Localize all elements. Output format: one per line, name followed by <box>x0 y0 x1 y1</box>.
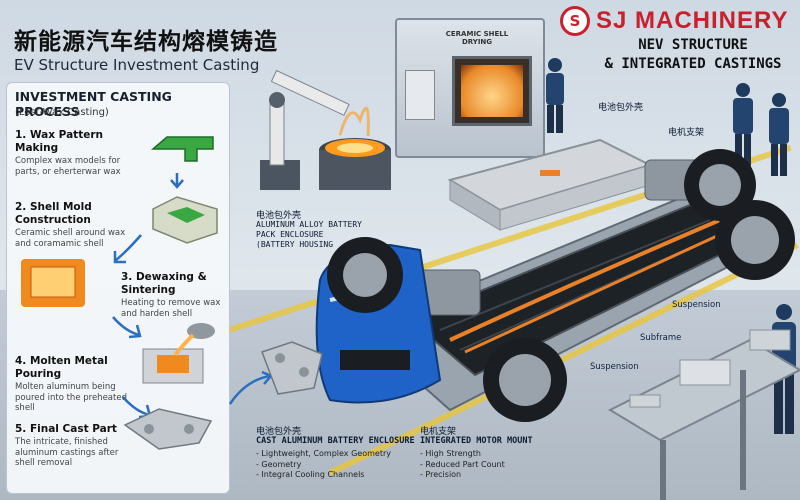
page-title-en: EV Structure Investment Casting <box>14 56 260 74</box>
shell-mold-image <box>152 196 218 244</box>
process-step: 3. Dewaxing & Sintering Heating to remov… <box>121 271 225 319</box>
motor-feature-zh: 电机支架 <box>420 427 457 437</box>
step-description: Heating to remove wax and harden shell <box>121 298 221 319</box>
step-title: 1. Wax Pattern Making <box>15 129 103 154</box>
motor-feature-title: INTEGRATED MOTOR MOUNT <box>420 436 533 446</box>
step-title: 3. Dewaxing & Sintering <box>121 271 207 296</box>
step-description: Molten aluminum being poured into the pr… <box>15 382 127 413</box>
arrow-down-right-icon <box>112 316 142 339</box>
process-step: 1. Wax Pattern Making Complex wax models… <box>15 129 127 177</box>
arrow-down-icon <box>170 173 184 189</box>
shell-drying-oven: CERAMIC SHELL DRYING <box>395 18 545 158</box>
process-step: 4. Molten Metal Pouring Molten aluminum … <box>15 355 127 414</box>
brand: S SJ MACHINERY <box>560 6 788 36</box>
metal-pouring-image <box>142 323 215 384</box>
feature-item: - Precision <box>420 470 462 479</box>
battery-left-label: ALUMINUM ALLOY BATTERY PACK ENCLOSURE (B… <box>256 220 362 249</box>
motor-top-label-zh: 电机支架 <box>668 128 705 138</box>
ev-chassis-illustration <box>315 138 795 422</box>
worker-figure <box>769 93 789 176</box>
dewaxing-image <box>21 259 85 307</box>
step-title: 2. Shell Mold Construction <box>15 201 92 226</box>
control-panel <box>405 70 435 120</box>
battery-feature-list: - Lightweight, Complex Geometry - Geomet… <box>256 449 391 481</box>
worker-figure <box>546 58 564 133</box>
wax-pattern-image <box>150 136 214 162</box>
process-subtitle: (Lost-Wax Casting) <box>15 107 109 118</box>
step-title: 4. Molten Metal Pouring <box>15 355 108 380</box>
brand-name: SJ MACHINERY <box>596 7 789 34</box>
feature-item: - Geometry <box>256 459 302 469</box>
arrow-down-left-icon <box>113 234 142 264</box>
suspension-label: Suspension <box>672 300 721 310</box>
brand-subtitle-line: NEV STRUCTURE <box>638 37 748 53</box>
page-title-zh: 新能源汽车结构熔模铸造 <box>14 29 278 55</box>
step-description: Ceramic shell around wax and coramamic s… <box>15 228 126 249</box>
feature-item: - Reduced Part Count <box>420 459 505 469</box>
battery-feature-zh: 电池包外壳 <box>256 427 302 437</box>
motor-feature-list: - High Strength - Reduced Part Count - P… <box>420 449 505 481</box>
step-description: Complex wax models for parts, or eherter… <box>15 156 121 177</box>
feature-item: - Integral Cooling Channels <box>256 470 365 479</box>
process-title: INVESTMENT CASTING PROCESS <box>15 89 172 119</box>
battery-feature-title: CAST ALUMINUM BATTERY ENCLOSURE <box>256 436 415 446</box>
subframe-label: Subframe <box>640 333 682 343</box>
feature-item: - High Strength <box>420 449 481 458</box>
brand-logo: S <box>560 6 590 36</box>
process-step: 5. Final Cast Part The intricate, finish… <box>15 423 123 469</box>
worker-figure <box>733 83 753 166</box>
battery-left-label-zh: 电池包外壳 <box>256 211 302 221</box>
brand-subtitle-line: & INTEGRATED CASTINGS <box>604 56 782 72</box>
step-description: The intricate, finished aluminum casting… <box>15 437 119 468</box>
battery-top-label-zh: 电池包外壳 <box>598 103 644 113</box>
process-step: 2. Shell Mold Construction Ceramic shell… <box>15 201 127 249</box>
oven-sign: CERAMIC SHELL DRYING <box>445 30 509 46</box>
final-cast-part-image <box>123 408 213 450</box>
cast-bracket-image <box>261 341 323 395</box>
robot-arm-furnace <box>260 69 391 190</box>
process-panel: INVESTMENT CASTING PROCESS (Lost-Wax Cas… <box>6 82 230 494</box>
suspension-label: Suspension <box>590 362 639 372</box>
brand-subtitle: NEV STRUCTURE & INTEGRATED CASTINGS <box>588 36 798 74</box>
parts-workbench <box>607 329 800 500</box>
feature-item: - Lightweight, Complex Geometry <box>256 449 391 458</box>
step-title: 5. Final Cast Part <box>15 423 117 435</box>
oven-window <box>452 56 532 126</box>
